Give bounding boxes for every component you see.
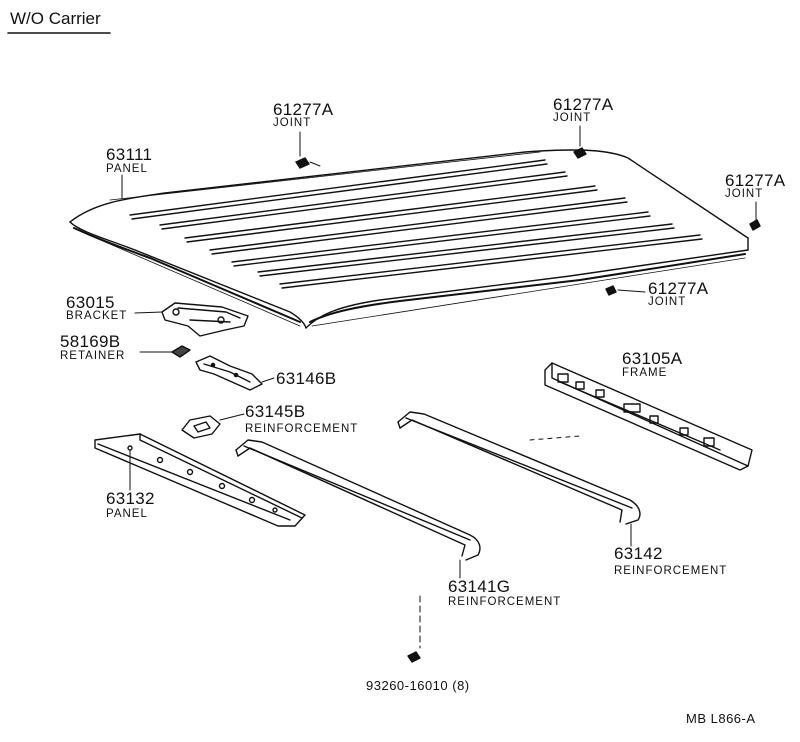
part-number-63015: 63015: [66, 293, 115, 312]
leader-lines: [121, 125, 757, 649]
part-number-63132: 63132: [106, 489, 155, 508]
part-name-joint-lower-right: JOINT: [648, 296, 687, 308]
part-number-screw: 93260-16010 (8): [366, 678, 470, 693]
part-name-63145b: REINFORCEMENT: [245, 423, 359, 435]
bracket-drawing: [161, 302, 249, 337]
retainer-drawing: [171, 345, 191, 358]
part-number-joint-right: 61277A: [725, 171, 786, 190]
part-number-joint-top-center: 61277A: [553, 95, 614, 114]
diagram-title: W/O Carrier: [10, 9, 101, 28]
roof-panel-drawing: [69, 149, 749, 329]
part-number-63111: 63111: [106, 145, 153, 164]
diagram-code: MB L866-A: [686, 711, 756, 726]
part-63146b-drawing: [195, 355, 263, 391]
part-name-63142: REINFORCEMENT: [614, 565, 728, 577]
part-name-58169b: RETAINER: [60, 350, 126, 362]
part-name-joint-top-left: JOINT: [273, 117, 312, 129]
screw-drawing: [407, 651, 421, 663]
part-number-63105a: 63105A: [622, 349, 683, 368]
part-name-63132: PANEL: [106, 508, 148, 520]
part-number-63142: 63142: [614, 544, 663, 563]
part-number-63141g: 63141G: [448, 577, 511, 596]
part-number-joint-lower-right: 61277A: [648, 279, 709, 298]
part-number-58169b: 58169B: [60, 332, 121, 351]
part-number-63145b: 63145B: [245, 402, 306, 421]
part-name-63141g: REINFORCEMENT: [448, 596, 562, 608]
joint-clips-drawing: [295, 147, 761, 296]
reinforcement-63145b-drawing: [181, 415, 221, 439]
part-name-63111: PANEL: [106, 163, 148, 175]
part-name-63015: BRACKET: [66, 310, 128, 322]
part-name-joint-right: JOINT: [725, 188, 764, 200]
reinforcement-63141g-drawing: [235, 439, 481, 561]
part-number-63146b: 63146B: [276, 369, 337, 388]
frame-drawing: [544, 362, 753, 471]
part-number-joint-top-left: 61277A: [273, 100, 334, 119]
reinforcement-63142-drawing: [397, 411, 641, 525]
part-name-joint-top-center: JOINT: [553, 112, 592, 124]
part-name-63105a: FRAME: [622, 367, 668, 379]
